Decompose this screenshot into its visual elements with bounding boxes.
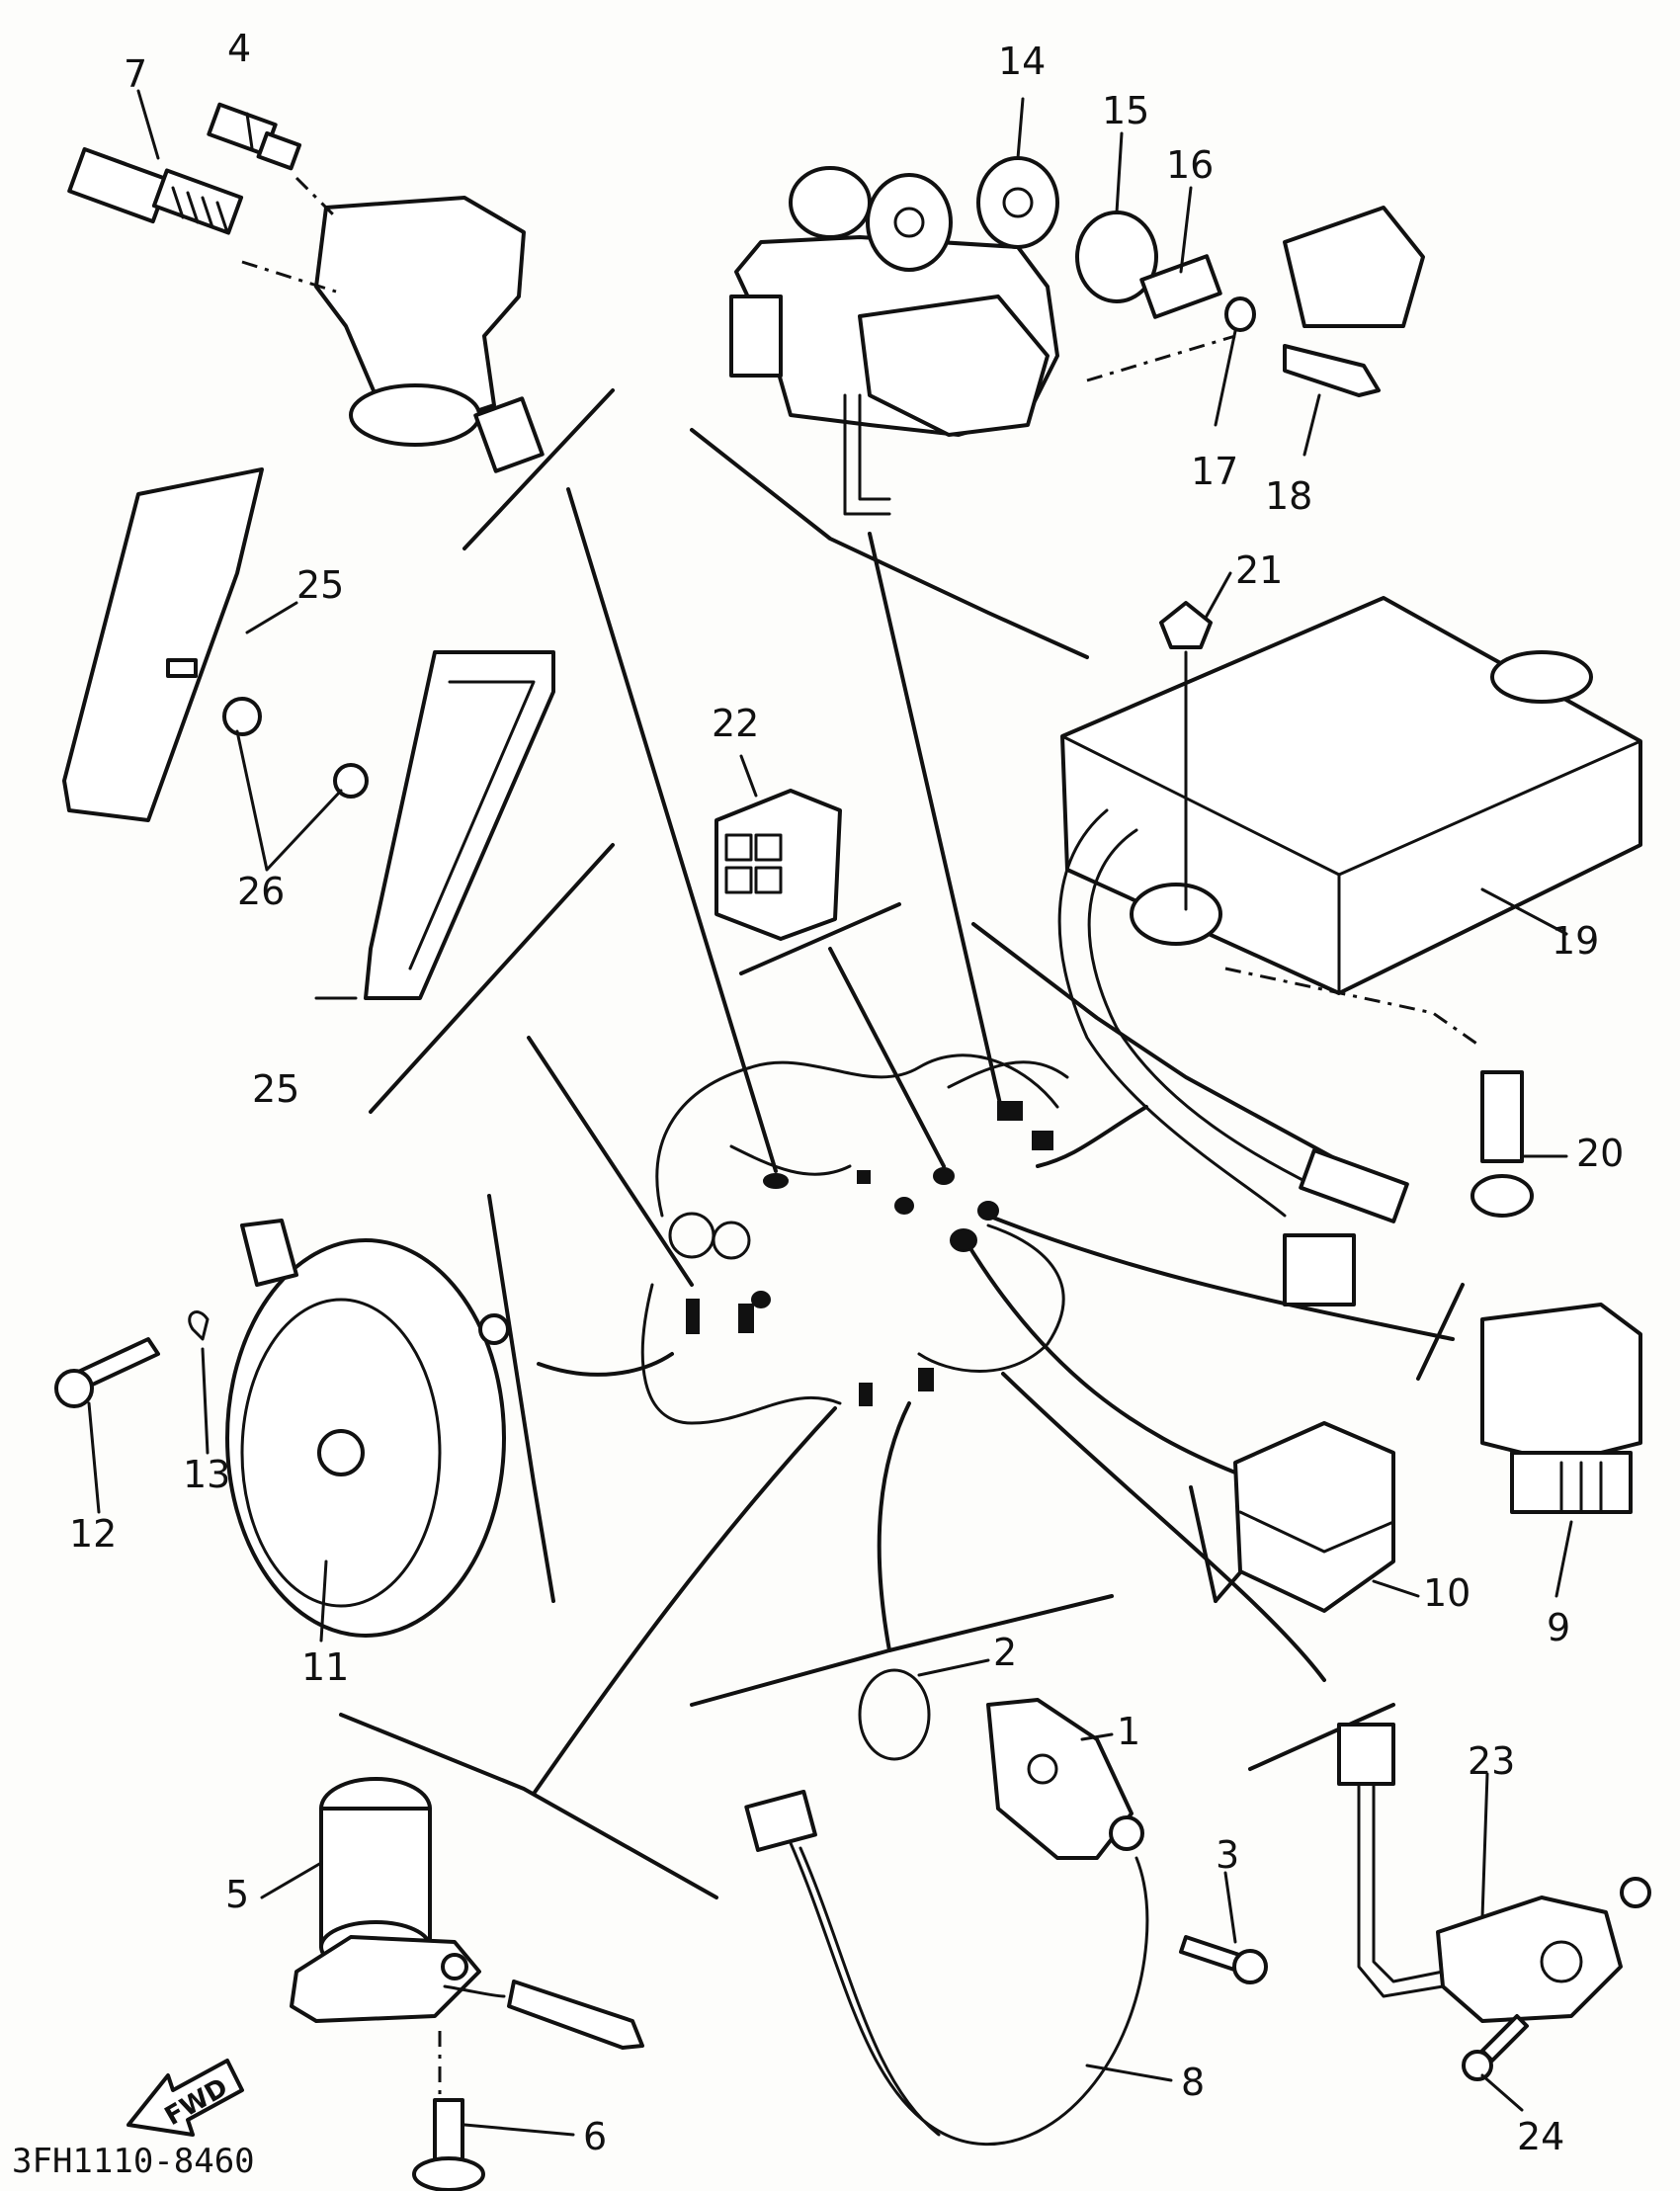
callout-11: 11 [301, 1645, 349, 1689]
callout-5: 5 [225, 1873, 249, 1916]
thermostat-housing [314, 196, 526, 427]
callout-25-lower: 25 [252, 1067, 299, 1111]
part-18-bolt [1283, 344, 1381, 397]
part-26-nut-upper [222, 697, 262, 736]
callout-26: 26 [237, 870, 285, 913]
callout-9: 9 [1547, 1606, 1570, 1649]
callout-24: 24 [1517, 2115, 1564, 2158]
callout-7: 7 [124, 52, 147, 96]
diagram-code: 3FH1110-8460 [12, 2142, 255, 2181]
servo-small-parts [1075, 206, 1425, 397]
callout-10: 10 [1423, 1571, 1470, 1615]
callout-19: 19 [1552, 919, 1599, 963]
part-25-reflector-lower [364, 650, 555, 1000]
part-1-sensor [986, 1698, 1144, 1860]
callout-15: 15 [1102, 89, 1149, 132]
wiring-harness [527, 487, 1455, 1796]
part-24-screw [1462, 2014, 1529, 2081]
connector-19b [1283, 1233, 1356, 1306]
part-2-o-ring [858, 1668, 931, 1761]
reflectors [62, 467, 555, 1000]
part-6-bolt [412, 2098, 485, 2191]
callout-8: 8 [1181, 2061, 1205, 2104]
part-11-horn [225, 1238, 506, 1638]
part-9-relay [1480, 1303, 1642, 1514]
part-3-bolt [1179, 1935, 1268, 1984]
callout-2: 2 [993, 1631, 1017, 1674]
callout-6: 6 [583, 2115, 607, 2158]
callout-3: 3 [1216, 1833, 1239, 1877]
callout-14: 14 [998, 40, 1046, 83]
part-22-relay [714, 789, 842, 941]
servo-plug [1283, 206, 1425, 328]
callout-12: 12 [69, 1512, 117, 1556]
part-16-collar [1139, 254, 1222, 319]
part-21-nut [1159, 601, 1213, 649]
callout-leaders [87, 89, 1573, 2137]
callout-25-upper: 25 [296, 563, 344, 607]
part-14-pulley-left [866, 173, 953, 272]
callout-13: 13 [183, 1453, 230, 1496]
connector-19a [1299, 1148, 1409, 1223]
part-8-lead-wire [744, 1789, 1149, 2147]
part-23-switch [1337, 1723, 1651, 2023]
part-25-reflector-upper [62, 467, 264, 822]
callout-20: 20 [1576, 1132, 1624, 1175]
part-13-washer [188, 1310, 210, 1341]
part-7-sensor-body [67, 146, 171, 224]
servo-motor-assembly [729, 156, 1059, 516]
callout-4: 4 [227, 27, 251, 70]
callout-21: 21 [1235, 548, 1283, 592]
part-5-motor [290, 1777, 644, 2100]
part-10-relay [1233, 1421, 1395, 1613]
part-17-washer [1224, 296, 1256, 332]
thermo-unit-assembly [67, 102, 545, 473]
horn-assembly [54, 1219, 510, 1638]
fwd-arrow [126, 2059, 244, 2137]
section-brackets [339, 388, 1465, 1899]
callout-labels: 4 7 14 15 16 17 18 21 25 26 25 22 19 20 … [69, 27, 1624, 2158]
callout-22: 22 [712, 702, 759, 745]
part-20-bolt [1480, 1070, 1524, 1163]
part-14-pulley-right [976, 156, 1059, 249]
callout-16: 16 [1166, 143, 1214, 187]
callout-18: 18 [1265, 474, 1312, 518]
part-26-nut-lower [333, 763, 369, 799]
callout-1: 1 [1117, 1710, 1140, 1753]
callout-17: 17 [1191, 450, 1238, 493]
callout-23: 23 [1468, 1739, 1515, 1783]
part-19-control-unit [1057, 596, 1642, 1306]
